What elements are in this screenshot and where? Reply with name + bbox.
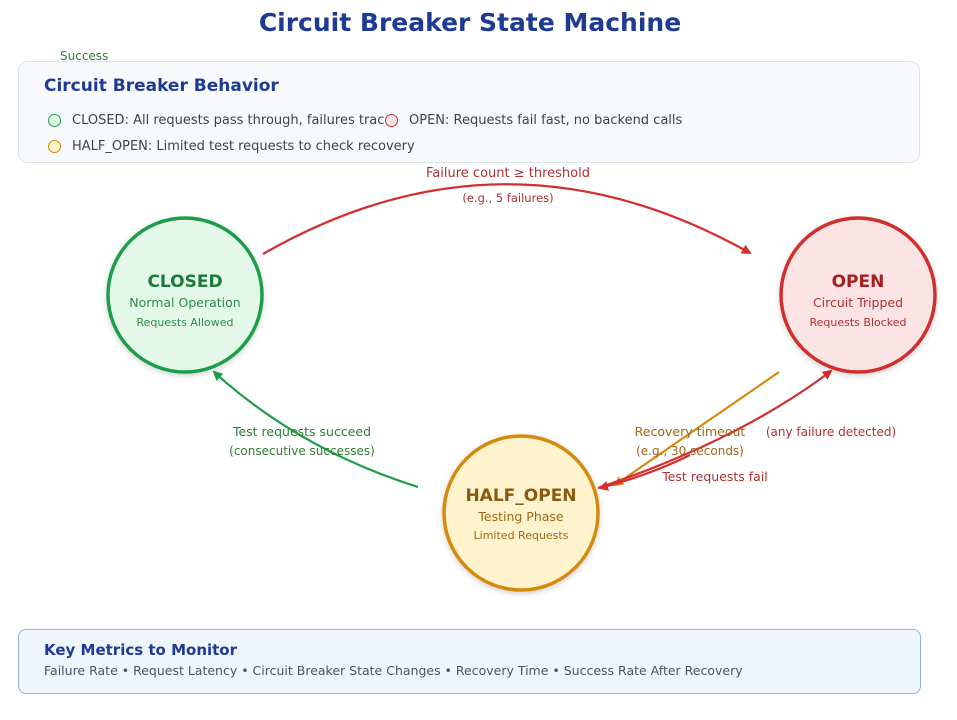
legend-text-closed: CLOSED: All requests pass through, failu… <box>72 113 408 128</box>
page-title: Circuit Breaker State Machine <box>258 8 682 37</box>
open-circle <box>779 216 937 374</box>
arrow-half-open-to-open <box>597 369 833 490</box>
behavior-panel: Circuit Breaker Behavior CLOSED: All req… <box>18 61 920 163</box>
state-diagram: Failure count ≥ threshold (e.g., 5 failu… <box>106 166 937 592</box>
open-dot-icon <box>385 114 398 127</box>
legend-item-closed: CLOSED: All requests pass through, failu… <box>48 113 408 128</box>
half-open-detail: Limited Requests <box>474 529 569 542</box>
closed-circle <box>106 216 264 374</box>
legend-item-half-open: HALF_OPEN: Limited test requests to chec… <box>48 139 415 154</box>
open-subtitle: Circuit Tripped <box>813 295 903 310</box>
state-half-open: HALF_OPEN Testing Phase Limited Requests <box>442 434 600 592</box>
label-closed-to-open: Failure count ≥ threshold <box>426 166 590 181</box>
arrow-open-to-half-open <box>613 371 780 487</box>
closed-dot-icon <box>48 114 61 127</box>
metrics-panel: Key Metrics to Monitor Failure Rate • Re… <box>18 629 921 694</box>
state-open: OPEN Circuit Tripped Requests Blocked <box>779 216 937 374</box>
arrow-fail-return-tip <box>598 454 691 491</box>
open-detail: Requests Blocked <box>809 316 906 329</box>
state-closed: CLOSED Normal Operation Requests Allowed <box>106 216 264 374</box>
arrow-closed-to-open <box>262 183 752 255</box>
closed-subtitle: Normal Operation <box>129 295 240 310</box>
half-open-dot-icon <box>48 140 61 153</box>
behavior-heading: Circuit Breaker Behavior <box>44 76 279 96</box>
note-half-open-to-open: (any failure detected) <box>766 425 896 439</box>
half-open-subtitle: Testing Phase <box>477 509 564 524</box>
half-open-circle <box>442 434 600 592</box>
label-half-open-to-closed: Test requests succeed <box>232 424 371 439</box>
half-open-title: HALF_OPEN <box>465 486 576 506</box>
legend-text-half-open: HALF_OPEN: Limited test requests to chec… <box>72 139 415 154</box>
note-half-open-to-closed: (consecutive successes) <box>229 444 375 458</box>
arrow-half-open-to-closed <box>212 370 419 489</box>
label-half-open-to-open: Test requests fail <box>661 469 768 484</box>
legend-item-open: OPEN: Requests fail fast, no backend cal… <box>385 113 687 128</box>
note-closed-to-open: (e.g., 5 failures) <box>462 191 553 205</box>
open-title: OPEN <box>832 272 885 292</box>
note-open-to-half-open: (e.g., 30 seconds) <box>636 444 744 458</box>
legend-text-open: OPEN: Requests fail fast, no backend cal… <box>409 113 683 128</box>
closed-detail: Requests Allowed <box>136 316 233 329</box>
metrics-list: Failure Rate • Request Latency • Circuit… <box>44 663 743 678</box>
metrics-heading: Key Metrics to Monitor <box>44 641 238 659</box>
closed-title: CLOSED <box>147 272 222 292</box>
stray-success-label: Success <box>60 49 109 63</box>
label-open-to-half-open: Recovery timeout <box>635 424 746 439</box>
